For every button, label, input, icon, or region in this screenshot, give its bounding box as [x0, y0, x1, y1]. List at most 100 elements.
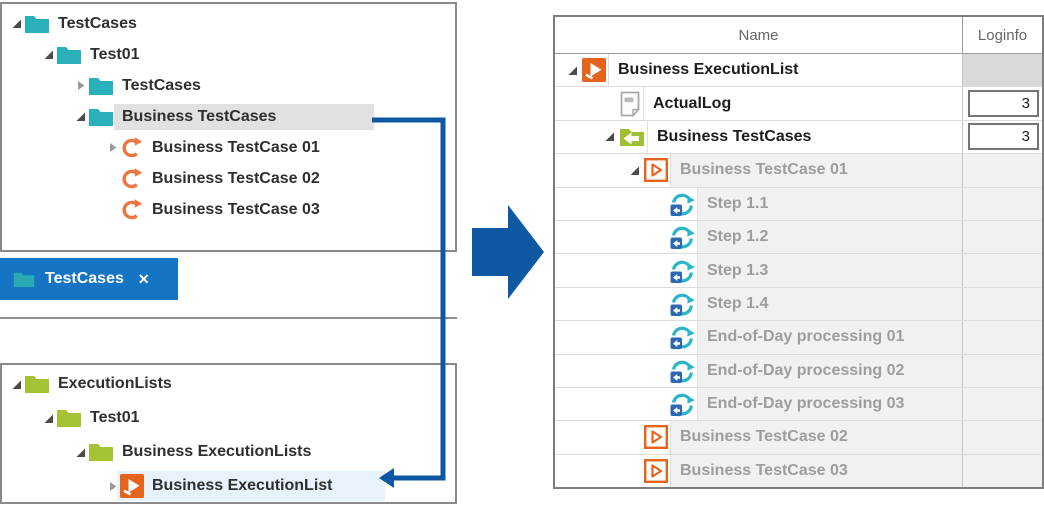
name-cell-fill: ActualLog: [643, 87, 962, 120]
folder-teal-icon: [24, 14, 50, 34]
tab-testcases[interactable]: TestCases ✕: [0, 258, 178, 300]
name-cell[interactable]: Business TestCase 03: [555, 454, 963, 488]
table-row-step-1-4[interactable]: Step 1.4: [555, 287, 1042, 322]
loginfo-cell[interactable]: 3: [963, 87, 1042, 119]
collapsed-chevron-icon[interactable]: [104, 481, 120, 492]
collapsed-chevron-icon[interactable]: [104, 142, 120, 153]
folder-green-arrow-icon: [619, 127, 645, 147]
table-row-business-testcase-01[interactable]: Business TestCase 01: [555, 154, 1042, 188]
loginfo-cell: [963, 187, 1042, 220]
table-row-end-of-day-processing-01[interactable]: End-of-Day processing 01: [555, 321, 1042, 355]
tree-item-business-testcase-02[interactable]: Business TestCase 02: [2, 163, 455, 194]
row-name-label: End-of-Day processing 03: [707, 395, 905, 413]
tree-item-test01[interactable]: Test01: [2, 401, 455, 435]
loginfo-value-field[interactable]: 3: [968, 90, 1039, 118]
row-name-label: Step 1.3: [707, 261, 769, 279]
name-cell[interactable]: Step 1.2: [555, 220, 963, 254]
testcase-orange-icon: [120, 136, 144, 160]
tree-item-test01[interactable]: Test01: [2, 39, 455, 70]
name-cell[interactable]: End-of-Day processing 02: [555, 354, 963, 387]
table-row-end-of-day-processing-03[interactable]: End-of-Day processing 03: [555, 387, 1042, 422]
table-row-business-testcase-02[interactable]: Business TestCase 02: [555, 421, 1042, 455]
table-row-business-executionlist[interactable]: Business ExecutionList: [555, 54, 1042, 88]
expanded-chevron-icon[interactable]: [72, 111, 88, 122]
tree-item-label: Business ExecutionLists: [122, 443, 312, 460]
tree-item-testcases[interactable]: TestCases: [2, 70, 455, 101]
testcase-orange-icon: [120, 167, 144, 191]
tree-item-business-testcases[interactable]: Business TestCases: [2, 101, 455, 132]
column-header-name[interactable]: Name: [555, 17, 963, 53]
tree-item-business-executionlist[interactable]: Business ExecutionList: [2, 469, 455, 503]
expanded-chevron-icon[interactable]: [8, 18, 24, 29]
testcase-outline-icon: [644, 425, 668, 450]
table-row-step-1-3[interactable]: Step 1.3: [555, 254, 1042, 288]
name-cell[interactable]: End-of-Day processing 03: [555, 387, 963, 421]
folder-teal-icon: [88, 76, 114, 96]
expanded-chevron-icon[interactable]: [624, 165, 644, 176]
step-recurrence-icon: [669, 191, 695, 217]
name-cell[interactable]: Step 1.3: [555, 254, 963, 287]
name-cell-fill: Business ExecutionList: [608, 54, 962, 87]
collapsed-chevron-icon[interactable]: [72, 80, 88, 91]
row-name-label: Business TestCases: [657, 127, 812, 145]
execlist-orange-icon: [120, 474, 144, 498]
table-row-step-1-1[interactable]: Step 1.1: [555, 187, 1042, 221]
name-cell[interactable]: Step 1.4: [555, 287, 963, 321]
tree-item-label: Business TestCase 03: [152, 200, 320, 218]
log-page-icon: [619, 91, 641, 117]
name-cell[interactable]: Business TestCases: [555, 120, 963, 154]
tree-item-business-testcase-03[interactable]: Business TestCase 03: [2, 194, 455, 225]
testcase-orange-icon: [120, 198, 144, 222]
table-header: Name Loginfo: [555, 17, 1042, 54]
close-icon[interactable]: ✕: [137, 270, 150, 287]
name-cell[interactable]: Business ExecutionList: [555, 54, 963, 87]
selected-highlight: Business ExecutionList: [117, 471, 385, 501]
row-name-label: Business TestCase 01: [680, 161, 848, 179]
expanded-chevron-icon[interactable]: [8, 379, 24, 390]
name-cell-fill: Step 1.4: [697, 287, 962, 321]
execlist-orange-icon: [582, 58, 606, 83]
loginfo-cell: [963, 354, 1042, 387]
loginfo-cell: [963, 220, 1042, 254]
name-cell[interactable]: Business TestCase 02: [555, 421, 963, 454]
name-cell[interactable]: Business TestCase 01: [555, 154, 963, 187]
name-cell-fill: Step 1.3: [697, 254, 962, 287]
name-cell-fill: Business TestCases: [647, 120, 962, 154]
name-cell-fill: End-of-Day processing 01: [697, 321, 962, 354]
panel-divider: [0, 317, 457, 319]
loginfo-cell: [963, 387, 1042, 421]
tree-item-business-executionlists[interactable]: Business ExecutionLists: [2, 435, 455, 469]
folder-olive-icon: [24, 374, 50, 394]
tree-item-testcases[interactable]: TestCases: [2, 8, 455, 39]
loginfo-cell: [963, 254, 1042, 287]
name-cell[interactable]: Step 1.1: [555, 187, 963, 220]
table-row-business-testcase-03[interactable]: Business TestCase 03: [555, 454, 1042, 488]
tree-item-executionlists[interactable]: ExecutionLists: [2, 367, 455, 401]
expanded-chevron-icon[interactable]: [599, 131, 619, 142]
row-name-label: Step 1.2: [707, 228, 769, 246]
folder-teal-icon: [88, 107, 114, 127]
loginfo-cell: [963, 321, 1042, 354]
column-header-loginfo[interactable]: Loginfo: [977, 26, 1028, 44]
name-cell-fill: Business TestCase 01: [670, 154, 962, 187]
row-name-label: Business TestCase 02: [680, 428, 848, 446]
step-recurrence-icon: [669, 324, 695, 351]
loginfo-value-field[interactable]: 3: [968, 123, 1039, 151]
name-cell[interactable]: End-of-Day processing 01: [555, 321, 963, 354]
table-row-business-testcases[interactable]: Business TestCases 3: [555, 120, 1042, 155]
tree-item-business-testcase-01[interactable]: Business TestCase 01: [2, 132, 455, 163]
expanded-chevron-icon[interactable]: [40, 49, 56, 60]
expanded-chevron-icon[interactable]: [562, 65, 582, 76]
expanded-chevron-icon[interactable]: [72, 447, 88, 458]
expanded-chevron-icon[interactable]: [40, 413, 56, 424]
name-cell-fill: End-of-Day processing 03: [697, 387, 962, 421]
loginfo-cell[interactable]: 3: [963, 121, 1042, 153]
row-name-label: Step 1.1: [707, 194, 769, 212]
name-cell[interactable]: ActualLog: [555, 87, 963, 120]
table-row-step-1-2[interactable]: Step 1.2: [555, 220, 1042, 255]
table-row-end-of-day-processing-02[interactable]: End-of-Day processing 02: [555, 354, 1042, 388]
